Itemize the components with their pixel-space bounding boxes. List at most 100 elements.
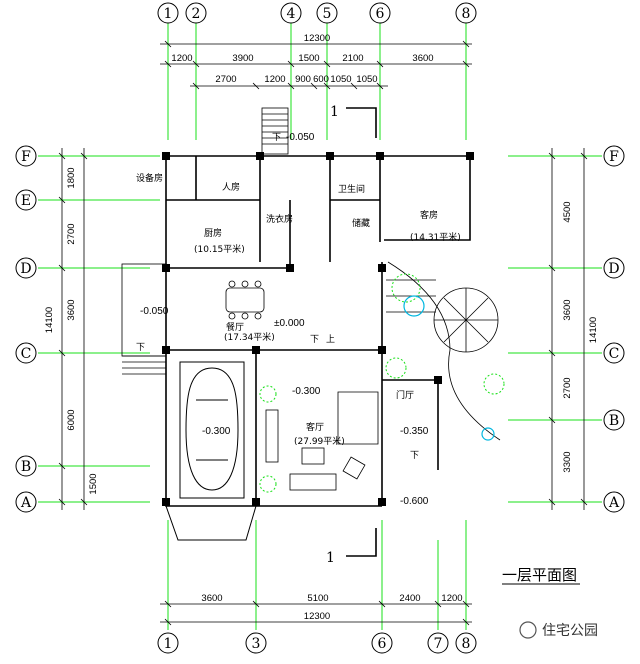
axis-bottom-8: 8 <box>462 636 471 652</box>
room-kitchen-area: (10.15平米) <box>194 243 245 255</box>
stair-down-top: 下 <box>272 133 281 143</box>
level-porch: -0.600 <box>400 496 429 507</box>
dim-top-r1-0: 1200 <box>171 53 192 64</box>
dim-bottom-0: 3600 <box>201 593 222 604</box>
watermark: 住宅公园 <box>519 621 598 639</box>
axis-bubbles <box>15 2 625 654</box>
level-terrace-left: -0.050 <box>140 306 169 317</box>
axis-top-8: 8 <box>462 6 471 22</box>
dim-left-4: 1500 <box>88 473 99 494</box>
level-living: -0.300 <box>292 386 321 397</box>
axis-right-B: B <box>609 413 619 429</box>
level-dining: ±0.000 <box>274 318 305 329</box>
wechat-icon <box>519 621 537 639</box>
axis-right-C: C <box>609 346 620 362</box>
walls <box>165 155 471 507</box>
dim-right-0: 4500 <box>562 201 573 222</box>
plan-title: 一层平面图 <box>502 566 577 584</box>
dim-bottom-2: 2400 <box>399 593 420 604</box>
axis-bottom-6: 6 <box>378 636 387 652</box>
spiral-stair <box>386 261 501 441</box>
dim-left-3: 6000 <box>66 409 77 430</box>
columns <box>162 152 474 506</box>
room-wc: 卫生间 <box>338 183 365 195</box>
tv-unit <box>301 447 325 465</box>
car-outline <box>185 367 239 491</box>
stair-down-right: 下 <box>410 451 419 461</box>
dim-top-r2-2: 900 <box>295 74 311 85</box>
dim-top-r1-4: 3600 <box>412 53 433 64</box>
room-laundry: 洗衣房 <box>266 213 293 225</box>
axis-left-A: A <box>20 495 32 511</box>
room-kitchen: 厨房 <box>204 227 222 239</box>
stair-top <box>261 107 289 155</box>
room-small: 人房 <box>222 181 240 193</box>
dim-top-r2-4: 1050 <box>330 74 351 85</box>
dim-top-r1-3: 2100 <box>342 53 363 64</box>
dim-top-r1-2: 1500 <box>298 53 319 64</box>
dimension-texts-vertical: 1800 2700 3600 6000 1500 14100 4500 3600… <box>44 167 599 494</box>
section-labels: 1 1 <box>326 104 339 566</box>
axis-top-1: 1 <box>164 6 173 22</box>
dim-bottom-3: 1200 <box>441 593 462 604</box>
dim-left-1: 2700 <box>66 223 77 244</box>
axis-top-4: 4 <box>287 6 296 22</box>
axis-top-2: 2 <box>192 6 201 22</box>
axis-left-F: F <box>21 149 31 165</box>
room-dining-area: (17.34平米) <box>224 331 275 343</box>
axis-left-D: D <box>20 261 31 277</box>
room-living: 客厅 <box>306 421 324 433</box>
axis-right-A: A <box>608 495 620 511</box>
axis-lines <box>38 22 602 630</box>
section-marks <box>346 107 377 557</box>
axis-left-E: E <box>21 193 31 209</box>
dim-bottom-total: 12300 <box>304 611 330 622</box>
plant-markers <box>259 273 505 493</box>
section-mark-bottom: 1 <box>326 550 335 566</box>
room-dining: 餐厅 <box>226 321 244 333</box>
axis-bottom-7: 7 <box>434 636 443 652</box>
dim-top-r2-5: 1050 <box>356 74 377 85</box>
dim-top-r1-1: 3900 <box>232 53 253 64</box>
axis-right-F: F <box>609 149 619 165</box>
axis-top-5: 5 <box>323 6 332 22</box>
axis-bottom-3: 3 <box>252 636 261 652</box>
axis-left-C: C <box>21 346 32 362</box>
stair-down-mid: 下 <box>310 335 319 345</box>
garage <box>165 361 257 541</box>
plant-markers-cyan <box>403 295 495 441</box>
axis-right-D: D <box>608 261 619 277</box>
watermark-text: 住宅公园 <box>542 623 598 639</box>
level-marks: -0.050 -0.050 ±0.000 -0.300 -0.300 -0.35… <box>140 132 429 507</box>
room-storage: 设备房 <box>136 172 163 184</box>
dimension-texts: 12300 1200 3900 1500 2100 3600 2700 1200… <box>171 33 462 622</box>
level-foyer: -0.350 <box>400 426 429 437</box>
dining-table <box>225 280 265 320</box>
dim-bottom-1: 5100 <box>307 593 328 604</box>
level-garage: -0.300 <box>202 426 231 437</box>
dim-right-1: 3600 <box>562 299 573 320</box>
dim-top-r2-3: 600 <box>313 74 329 85</box>
living-furniture <box>265 391 379 491</box>
stair-down-left: 下 <box>136 343 145 353</box>
dim-top-total: 12300 <box>304 33 330 44</box>
dim-top-r2-0: 2700 <box>215 74 236 85</box>
dim-right-3: 3300 <box>562 451 573 472</box>
axis-bottom-1: 1 <box>164 636 173 652</box>
level-entry-top: -0.050 <box>286 132 315 143</box>
stair-up: 上 <box>326 334 335 345</box>
dimension-lines <box>58 40 588 626</box>
dim-left-total: 14100 <box>44 307 55 333</box>
room-bedroom-area: (14.31平米) <box>410 231 461 243</box>
axis-left-B: B <box>21 459 31 475</box>
room-labels: 设备房 人房 厨房 (10.15平米) 洗衣房 卫生间 储藏 客房 (14.31… <box>136 133 461 461</box>
room-storage2: 储藏 <box>352 217 370 229</box>
section-mark-top: 1 <box>330 104 339 120</box>
dim-left-2: 3600 <box>66 299 77 320</box>
axis-labels: 1 2 4 5 6 8 1 3 6 7 8 F E D C B A F D C … <box>20 6 620 652</box>
left-terrace <box>121 263 167 375</box>
room-bedroom: 客房 <box>420 209 438 221</box>
room-foyer: 门厅 <box>396 389 414 401</box>
